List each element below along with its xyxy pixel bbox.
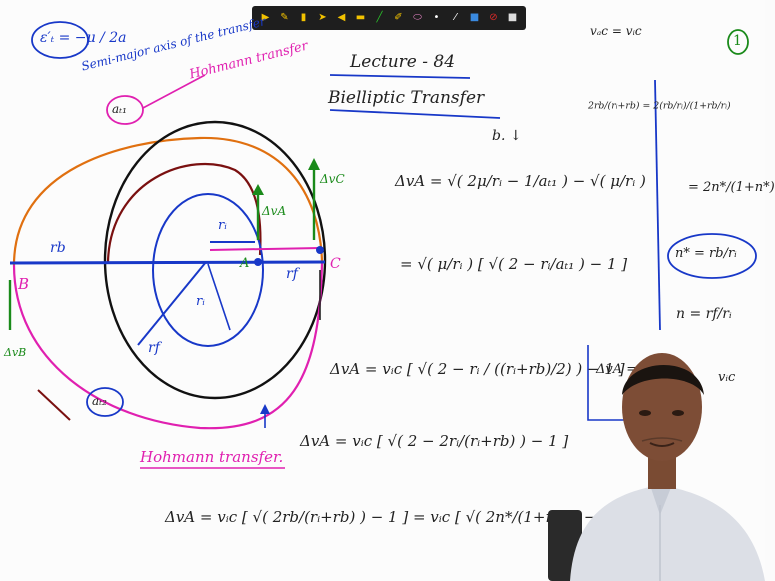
point-A-label: A	[240, 256, 250, 271]
side-note-3: n* = rb/rᵢ	[675, 246, 737, 261]
page-number: 1	[733, 33, 742, 49]
pointer-icon[interactable]: ➤	[318, 12, 327, 23]
outer-orbit-circle	[103, 120, 327, 400]
line-icon[interactable]: ⁄	[454, 12, 457, 23]
annotation-toolbar: ▶ ✎ ▮ ➤ ◀ ▬ ╱ ✐ ⬭ • ⁄ ■ ⊘ ■	[252, 6, 526, 30]
brush-icon[interactable]: ╱	[376, 12, 383, 23]
velocity-equality-note: vₐc = vᵢc	[590, 24, 642, 38]
clear-icon[interactable]: ⊘	[489, 12, 498, 23]
rf-label-lower: rf	[148, 340, 160, 356]
magenta-transfer-arc	[12, 261, 324, 430]
hohmann-transfer-bottom-note: Hohmann transfer.	[140, 448, 284, 466]
shape-icon[interactable]: ⬭	[413, 12, 422, 23]
red-pointer-arrow	[37, 389, 71, 421]
rb-label: rb	[50, 240, 66, 256]
side-note-1: 2rb/(rᵢ+rb) = 2(rb/rᵢ)/(1+rb/rᵢ)	[588, 100, 731, 112]
point-C-label: C	[330, 256, 341, 272]
dvA-diagram-label: ΔvA	[262, 204, 287, 218]
at2-circle	[86, 387, 124, 417]
side-note-4: n = rf/rᵢ	[676, 306, 732, 322]
red-transfer-arc	[106, 162, 262, 263]
energy-formula: ε′ₜ = −μ / 2a	[40, 30, 127, 46]
inner-orbit-circle	[152, 193, 264, 347]
dot-icon[interactable]: •	[433, 12, 440, 23]
ri-down-arrow	[207, 263, 231, 331]
at1-circle	[106, 95, 144, 125]
equation-2: = √( μ/rᵢ ) [ √( 2 − rᵢ/aₜ₁ ) − 1 ]	[400, 255, 628, 273]
ri-label: rᵢ	[218, 218, 227, 233]
rf-label: rf	[286, 266, 298, 282]
rf-arrow	[137, 261, 207, 346]
color-icon[interactable]: ■	[469, 12, 480, 23]
axis-highlight	[209, 247, 321, 251]
energy-ring	[31, 21, 89, 59]
ri-label-lower: rᵢ	[196, 294, 205, 309]
lecture-subtitle: Bielliptic Transfer	[328, 88, 485, 108]
at2-label: aₜ₂	[92, 394, 107, 408]
step-marks: b. ↓	[492, 128, 522, 144]
dvC-diagram-label: ΔvC	[320, 172, 345, 186]
pen-icon[interactable]: ✎	[280, 12, 289, 23]
highlighter-icon[interactable]: ▬	[355, 12, 366, 23]
equation-1: ΔvA = √( 2μ/rᵢ − 1/aₜ₁ ) − √( μ/rᵢ )	[395, 172, 646, 190]
equation-3: ΔvA = vᵢc [ √( 2 − rᵢ / ((rᵢ+rb)/2) ) − …	[330, 360, 625, 378]
orange-transfer-arc	[12, 136, 324, 266]
dvB-diagram-label: ΔvB	[4, 346, 27, 359]
marker-icon[interactable]: ▮	[300, 12, 307, 23]
equation-4: ΔvA = vᵢc [ √( 2 − 2rᵢ/(rᵢ+rb) ) − 1 ]	[300, 432, 569, 450]
close-icon[interactable]: ■	[507, 12, 518, 23]
page-number-ring	[727, 29, 749, 55]
lecture-title: Lecture - 84	[350, 52, 456, 72]
point-B-label: B	[18, 275, 30, 293]
play-icon[interactable]: ▶	[261, 12, 270, 23]
presenter-video	[570, 353, 765, 581]
separator-line	[654, 79, 661, 331]
equation-5: ΔvA = vᵢc [ √( 2rb/(rᵢ+rb) ) − 1 ] = vᵢc…	[165, 508, 622, 526]
at1-label: aₜ₁	[112, 102, 127, 116]
side-note-2: = 2n*/(1+n*)	[688, 180, 775, 195]
eraser-icon[interactable]: ◀	[337, 12, 346, 23]
nstar-ring	[667, 233, 757, 279]
pencil-icon[interactable]: ✐	[394, 12, 403, 23]
major-axis-line	[9, 260, 326, 265]
side-note-6: vᵢc	[718, 370, 736, 385]
